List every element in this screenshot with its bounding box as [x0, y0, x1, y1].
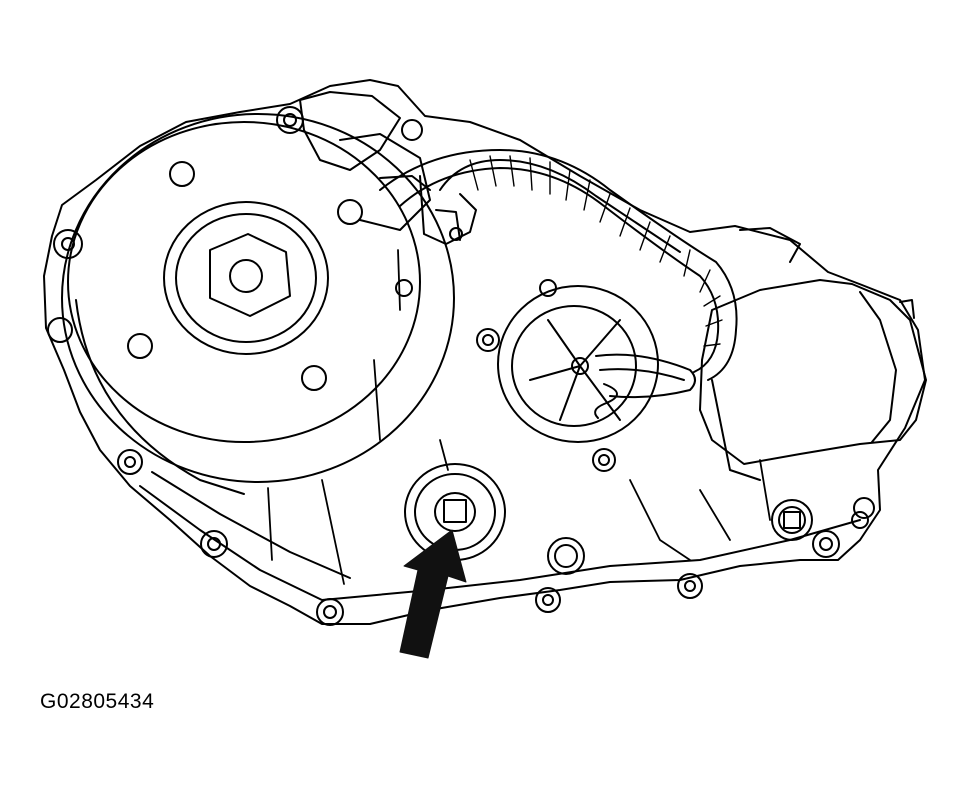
rear-boss — [772, 500, 812, 540]
shift-actuator — [477, 280, 695, 471]
callout-arrow — [400, 530, 466, 658]
housing-ribs — [268, 250, 770, 584]
front-output-plate — [62, 114, 454, 494]
figure-id-label: G02805434 — [40, 690, 155, 713]
vent-plug — [548, 538, 584, 574]
flange-edge-inner — [152, 472, 350, 578]
flange-edge — [140, 486, 860, 600]
housing-bolts — [396, 228, 868, 528]
top-boss — [340, 134, 430, 230]
wire-harness — [380, 150, 737, 380]
housing-lugs — [48, 107, 874, 625]
top-cover — [300, 92, 400, 170]
electric-motor — [700, 228, 926, 480]
top-bolt — [402, 120, 422, 140]
housing-outline — [44, 80, 925, 624]
